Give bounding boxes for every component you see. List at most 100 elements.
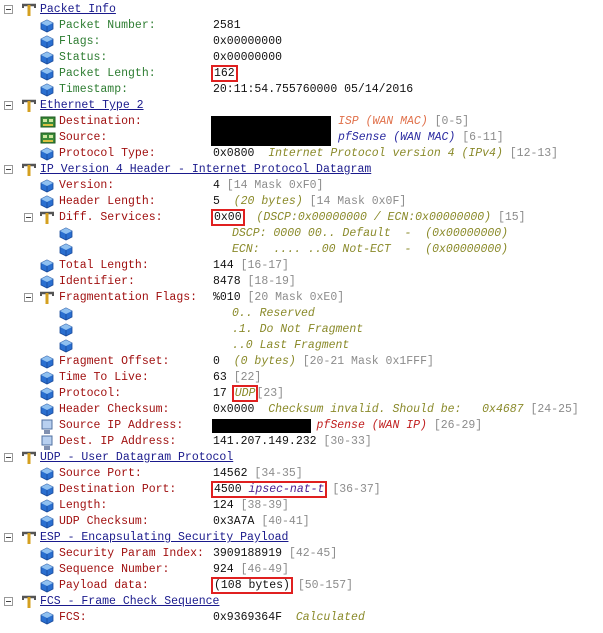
field-cube-icon (40, 563, 54, 577)
field-value: 0x9369364F Calculated (213, 610, 365, 626)
field-value: 144 [16-17] (213, 258, 289, 274)
section-header[interactable]: ESP - Encapsulating Security Payload (0, 530, 603, 546)
collapse-toggle[interactable] (4, 533, 13, 542)
field-label: Dest. IP Address: (59, 435, 177, 448)
section-header[interactable]: FCS - Frame Check Sequence (0, 594, 603, 610)
field-cube-icon (40, 67, 54, 81)
field-label: Version: (59, 179, 115, 192)
field-label: Fragment Offset: (59, 355, 170, 368)
field-value: ..0 Last Fragment (232, 338, 349, 354)
tree-row[interactable]: FCS:0x9369364F Calculated (0, 610, 603, 626)
field-cube-icon (40, 547, 54, 561)
tree-row[interactable]: Packet Number:2581 (0, 18, 603, 34)
field-label: Source: (59, 131, 108, 144)
highlight-box: 4500 ipsec-nat-t (210, 481, 328, 498)
section-title[interactable]: FCS - Frame Check Sequence (40, 595, 220, 608)
value-part: 0x00000000 (213, 35, 283, 48)
section-title[interactable]: UDP - User Datagram Protocol (40, 451, 234, 464)
tree-row[interactable]: Header Checksum:0x0000 Checksum invalid.… (0, 402, 603, 418)
field-label: Flags: (59, 35, 101, 48)
tree-row: ..0 Last Fragment (0, 338, 603, 354)
field-value: 0x00000000 (213, 34, 282, 50)
collapse-toggle[interactable] (4, 597, 13, 606)
value-part: [15] (491, 211, 526, 224)
tree-row[interactable]: Status:0x00000000 (0, 50, 603, 66)
collapse-toggle[interactable] (4, 165, 13, 174)
tree-row[interactable]: Protocol: 17 UDP[23] (0, 385, 603, 402)
tree-row[interactable]: Packet Length:162 (0, 65, 603, 82)
field-cube-icon (59, 323, 73, 337)
tree-row[interactable]: Destination Port:4500 ipsec-nat-t [36-37… (0, 481, 603, 498)
tree-row[interactable]: Header Length:5 (20 bytes) [14 Mask 0x0F… (0, 194, 603, 210)
value-part: [50-157] (290, 579, 354, 592)
section-title[interactable]: IP Version 4 Header - Internet Protocol … (40, 163, 372, 176)
tree-row[interactable]: Timestamp:20:11:54.755760000 05/14/2016 (0, 82, 603, 98)
tree-row[interactable]: Dest. IP Address: 141.207.149.232 [30-33] (0, 434, 603, 450)
tree-row[interactable]: UDP Checksum:0x3A7A [40-41] (0, 514, 603, 530)
tree-row: DSCP: 0000 00.. Default - (0x00000000) (0, 226, 603, 242)
value-part: DSCP: 0000 00.. Default - (0x00000000) (232, 227, 509, 240)
tree-row[interactable]: Identifier:8478 [18-19] (0, 274, 603, 290)
field-value: %010 [20 Mask 0xE0] (213, 290, 344, 306)
collapse-toggle[interactable] (4, 101, 13, 110)
field-label: Packet Number: (59, 19, 156, 32)
field-value: 0.. Reserved (232, 306, 315, 322)
tree-row[interactable]: Source Port:14562 [34-35] (0, 466, 603, 482)
section-header[interactable]: UDP - User Datagram Protocol (0, 450, 603, 466)
value-part: 4500 (214, 483, 249, 496)
value-part: [40-41] (254, 515, 310, 528)
collapse-toggle[interactable] (24, 213, 33, 222)
field-value: 17 UDP[23] (213, 385, 285, 402)
section-header[interactable]: IP Version 4 Header - Internet Protocol … (0, 162, 603, 178)
field-value: 0x00000000 (213, 50, 282, 66)
collapse-toggle[interactable] (24, 293, 33, 302)
tree-row[interactable]: Protocol Type:0x0800 Internet Protocol v… (0, 146, 603, 162)
value-part: [14 Mask 0x0F] (302, 195, 407, 208)
value-part: [30-33] (316, 435, 372, 448)
field-value: 141.207.149.232 [30-33] (213, 434, 372, 450)
field-cube-icon (59, 339, 73, 353)
tree-row[interactable]: Fragmentation Flags:%010 [20 Mask 0xE0] (0, 290, 603, 306)
value-part: [24-25] (523, 403, 579, 416)
field-label: Source Port: (59, 467, 142, 480)
value-part: (0 bytes) (233, 355, 296, 368)
section-title[interactable]: Ethernet Type 2 (40, 99, 144, 112)
tree-row[interactable]: Source:pfSense (WAN MAC) [6-11] (0, 130, 603, 146)
section-title[interactable]: ESP - Encapsulating Security Payload (40, 531, 289, 544)
field-value: 63 [22] (213, 370, 261, 386)
value-part: 0x00 (211, 209, 245, 226)
tree-row[interactable]: Source IP Address: pfSense (WAN IP) [26-… (0, 418, 603, 434)
field-label: Header Length: (59, 195, 156, 208)
tree-row[interactable]: Fragment Offset:0 (0 bytes) [20-21 Mask … (0, 354, 603, 370)
value-part: [23] (256, 387, 285, 400)
field-label: Header Checksum: (59, 403, 170, 416)
tree-row[interactable]: Version:4 [14 Mask 0xF0] (0, 178, 603, 194)
section-header[interactable]: Ethernet Type 2 (0, 98, 603, 114)
value-part: 8478 (213, 275, 241, 288)
collapse-toggle[interactable] (4, 5, 13, 14)
tree-row[interactable]: Destination:ISP (WAN MAC) [0-5] (0, 114, 603, 130)
field-cube-icon (40, 611, 54, 625)
tree-row[interactable]: Length:124 [38-39] (0, 498, 603, 514)
value-part: (DSCP:0x00000000 / ECN:0x00000000) (256, 211, 492, 224)
value-part (213, 419, 317, 432)
tree-row[interactable]: Flags: 0x00000000 (0, 34, 603, 50)
section-title[interactable]: Packet Info (40, 3, 116, 16)
tree-row[interactable]: Payload data:(108 bytes) [50-157] (0, 577, 603, 594)
tree-row[interactable]: Time To Live:63 [22] (0, 370, 603, 386)
field-cube-icon (40, 179, 54, 193)
collapse-toggle[interactable] (4, 453, 13, 462)
section-header[interactable]: Packet Info (0, 2, 603, 18)
value-part: [34-35] (247, 467, 303, 480)
tree-row[interactable]: Sequence Number:924 [46-49] (0, 562, 603, 578)
tree-row[interactable]: Diff. Services:0x00 (DSCP:0x00000000 / E… (0, 209, 603, 226)
field-label: Sequence Number: (59, 563, 170, 576)
field-label: Identifier: (59, 275, 135, 288)
field-label: Protocol: (59, 387, 122, 400)
value-part: pfSense (WAN IP) (316, 419, 427, 432)
tree-row[interactable]: Total Length:144 [16-17] (0, 258, 603, 274)
tree-row[interactable]: Security Param Index:3909188919 [42-45] (0, 546, 603, 562)
value-part: 4 (213, 179, 220, 192)
computer-icon (40, 435, 54, 450)
value-part: [26-29] (426, 419, 483, 432)
